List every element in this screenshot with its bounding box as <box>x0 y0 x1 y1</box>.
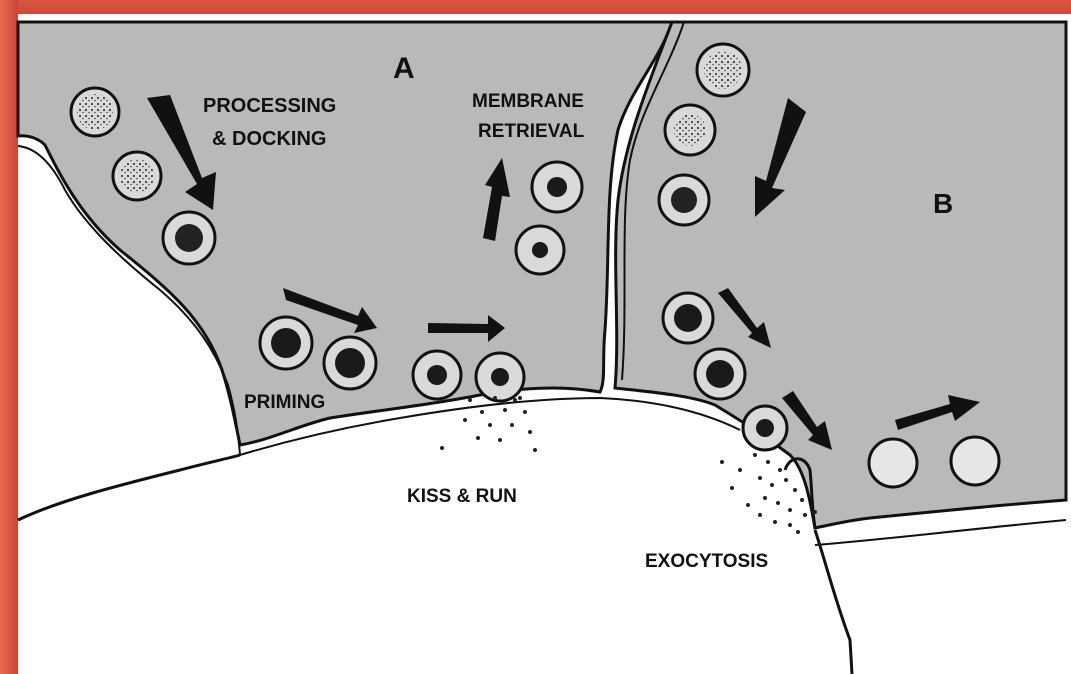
membrane-line-lower-left <box>18 455 240 520</box>
panel-a-label: A <box>393 52 415 85</box>
retrieval-label: RETRIEVAL <box>478 121 585 142</box>
membrane-label: MEMBRANE <box>472 91 584 112</box>
membrane-line-lower-right <box>815 530 852 674</box>
exocytosis-label: EXOCYTOSIS <box>645 551 768 572</box>
processing-label: PROCESSING <box>203 95 336 117</box>
kiss-run-label: KISS & RUN <box>407 486 517 507</box>
docking-label: & DOCKING <box>212 128 326 150</box>
panel-b-label: B <box>933 188 953 219</box>
priming-label: PRIMING <box>244 392 325 413</box>
membrane-line-right-bottom <box>815 520 1066 545</box>
